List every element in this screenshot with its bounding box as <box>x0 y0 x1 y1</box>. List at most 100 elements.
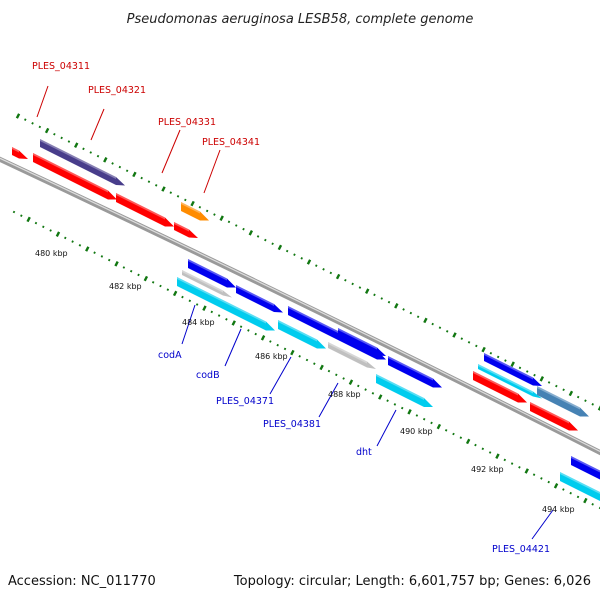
outer-ruler-tick <box>184 198 187 202</box>
outer-ruler-tick <box>44 127 50 134</box>
outer-ruler-tick <box>555 384 558 388</box>
inner-ruler-tick <box>283 347 287 351</box>
outer-ruler-tick <box>358 286 362 289</box>
gene-arrow-ples-04381 <box>328 342 376 369</box>
outer-ruler-tick <box>467 341 471 344</box>
gene-label-dht[interactable]: dht <box>356 447 372 458</box>
inner-ruler-tick <box>12 210 16 214</box>
outer-ruler-tick <box>584 399 587 402</box>
outer-ruler-tick <box>176 195 180 198</box>
outer-ruler-tick <box>387 300 391 304</box>
inner-ruler-tick <box>547 480 550 484</box>
gene-arrow-dht-band <box>388 356 442 388</box>
outer-ruler-tick <box>475 344 478 348</box>
outer-ruler-tick <box>24 118 27 121</box>
inner-ruler-tick <box>114 261 119 267</box>
gene-label-ples-04321[interactable]: PLES_04321 <box>88 85 146 96</box>
inner-ruler-tick <box>290 349 295 356</box>
gene-label-ples-04371[interactable]: PLES_04371 <box>216 396 274 407</box>
gene-label-ples-04421[interactable]: PLES_04421 <box>492 544 550 555</box>
outer-ruler-tick <box>380 297 384 300</box>
gene-arrow-ples-04311 <box>33 153 117 200</box>
inner-ruler-tick <box>465 438 471 445</box>
outer-ruler-tick <box>445 330 449 333</box>
inner-ruler-tick <box>422 417 426 421</box>
inner-ruler-tick <box>181 295 184 299</box>
chromosome-backbone <box>0 156 600 456</box>
inner-ruler-tick <box>210 310 214 314</box>
outer-ruler-tick <box>539 376 545 382</box>
inner-ruler-tick <box>93 251 96 254</box>
gene-label-ples-04381[interactable]: PLES_04381 <box>263 419 321 430</box>
outer-ruler-tick <box>409 311 413 315</box>
genome-summary-text: Topology: circular; Length: 6,601,757 bp… <box>233 574 591 589</box>
inner-ruler-tick <box>327 369 331 373</box>
outer-ruler-tick <box>496 355 500 359</box>
outer-ruler-tick <box>60 136 63 140</box>
inner-ruler-tick <box>335 373 338 377</box>
inner-ruler-tick <box>400 406 404 410</box>
inner-ruler-tick <box>371 392 375 395</box>
inner-ruler-tick <box>71 240 74 243</box>
inner-ruler-tick <box>481 447 485 451</box>
inner-ruler-tick <box>562 488 565 491</box>
inner-ruler-tick <box>503 458 507 462</box>
outer-ruler-tick <box>147 180 151 183</box>
inner-ruler-tick <box>55 231 61 237</box>
outer-ruler-tick <box>533 373 536 377</box>
outer-ruler-tick <box>525 370 529 373</box>
inner-ruler-tick <box>78 244 82 247</box>
gene-arrow-ples-04412 <box>530 402 578 431</box>
leader-line-4 <box>181 304 196 345</box>
leader-line-7 <box>318 382 339 418</box>
ruler-label-490: 490 kbp <box>400 427 433 436</box>
outer-ruler-tick <box>213 213 216 216</box>
inner-ruler-tick <box>576 495 580 499</box>
gene-label-coda[interactable]: codA <box>158 350 182 361</box>
gene-arrow-ples-04341 <box>181 202 209 221</box>
gene-arrow-coda-band <box>182 270 232 298</box>
inner-ruler-tick <box>217 314 221 317</box>
inner-ruler-tick <box>85 246 90 252</box>
inner-ruler-tick <box>20 214 23 217</box>
inner-ruler-tick <box>313 362 316 365</box>
ruler-label-492: 492 kbp <box>471 465 504 474</box>
outer-ruler-tick <box>293 253 296 256</box>
outer-ruler-tick <box>306 259 312 265</box>
gene-label-ples-04341[interactable]: PLES_04341 <box>202 137 260 148</box>
ruler-label-480: 480 kbp <box>35 249 68 258</box>
gene-label-ples-04311[interactable]: PLES_04311 <box>32 61 90 72</box>
gene-arrow-ples-04301 <box>12 147 28 159</box>
outer-ruler-tick <box>132 171 137 178</box>
outer-ruler-tick <box>562 388 565 392</box>
gene-arrow-ples-04321 <box>116 193 174 227</box>
outer-ruler-tick <box>161 186 166 192</box>
inner-ruler-tick <box>225 318 228 321</box>
outer-ruler-tick <box>335 273 341 280</box>
outer-ruler-tick <box>351 282 354 286</box>
outer-ruler-tick <box>15 113 21 119</box>
gene-arrow-ples-04401 <box>484 353 542 386</box>
gene-arrow-ples-04401-band <box>478 364 542 399</box>
inner-ruler-tick <box>137 273 140 277</box>
outer-ruler-tick <box>568 390 574 397</box>
outer-ruler-tick <box>190 200 195 207</box>
outer-ruler-tick <box>315 264 318 267</box>
gene-label-ples-04331[interactable]: PLES_04331 <box>158 117 216 128</box>
outer-ruler-tick <box>373 293 376 297</box>
gene-arrow-codb <box>177 277 275 331</box>
inner-ruler-tick <box>393 403 397 406</box>
gene-arrows <box>12 139 600 501</box>
outer-ruler-tick <box>111 162 114 165</box>
outer-ruler-tick <box>423 317 428 324</box>
inner-ruler-tick <box>34 221 38 225</box>
inner-ruler-tick <box>166 288 170 291</box>
inner-ruler-tick <box>430 421 433 425</box>
label-leaders <box>36 85 554 540</box>
gene-label-codb[interactable]: codB <box>196 370 220 381</box>
outer-ruler-tick <box>271 242 274 246</box>
outer-ruler-tick <box>481 346 486 353</box>
outer-ruler-tick <box>234 224 238 227</box>
inner-ruler-tick <box>459 436 463 439</box>
